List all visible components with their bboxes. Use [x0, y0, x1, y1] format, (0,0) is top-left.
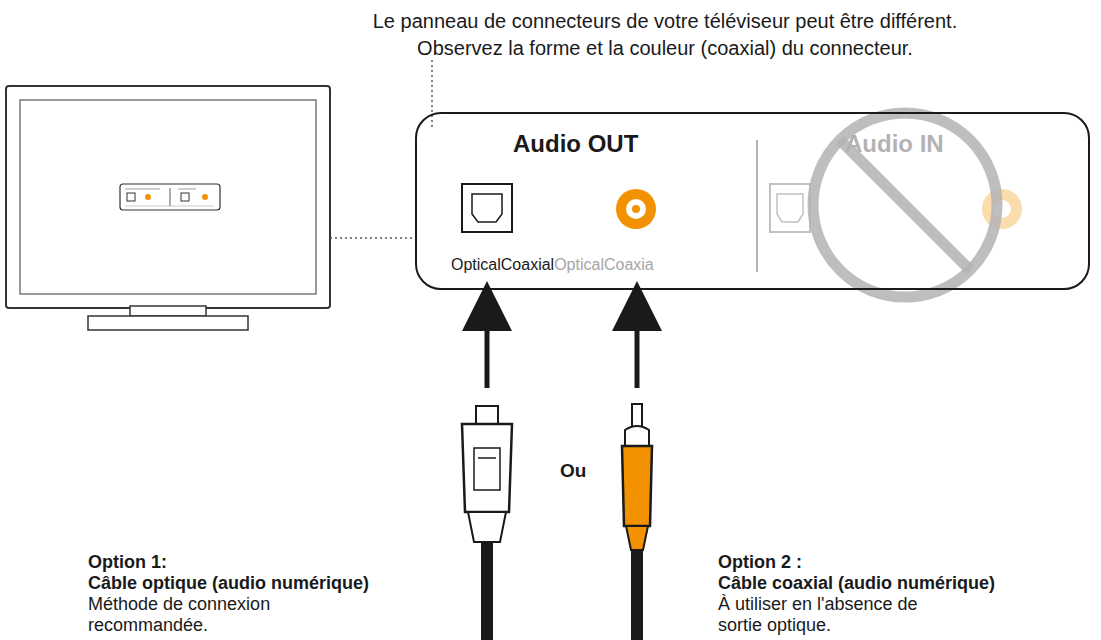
- port-label: OpticalCoaxia: [554, 256, 654, 274]
- coaxial-cable: [622, 404, 652, 640]
- port-label: OpticalCoaxial: [451, 256, 554, 274]
- option-text: Câble coaxial (audio numérique): [718, 573, 1096, 594]
- option-text: Câble optique (audio numérique): [88, 573, 458, 594]
- optical-cable: [462, 406, 512, 640]
- note-text: Le panneau de connecteurs de votre télév…: [330, 8, 1000, 62]
- prohibition-symbol: [813, 113, 997, 297]
- panel-heading: Audio IN: [845, 130, 944, 158]
- insert-arrow: [485, 306, 490, 388]
- option-text: Option 1:: [88, 552, 438, 573]
- option-text: À utiliser en l'absence de sortie optiqu…: [718, 594, 958, 636]
- option-text: Méthode de connexion recommandée.: [88, 594, 328, 636]
- panel-divider: [756, 140, 758, 272]
- connector-panel: Audio OUT OpticalCoaxialOpticalCoaxia Audi…: [415, 112, 1090, 290]
- leader-line: [431, 60, 433, 128]
- insert-arrow: [635, 306, 640, 388]
- or-text: Ou: [560, 460, 610, 482]
- optical-port: [462, 184, 512, 232]
- panel-heading: Audio OUT: [513, 130, 638, 158]
- leader-line: [330, 237, 415, 239]
- option-text: Option 2 :: [718, 552, 1088, 573]
- coaxial-port: [616, 189, 656, 229]
- tv-illustration: [6, 86, 330, 330]
